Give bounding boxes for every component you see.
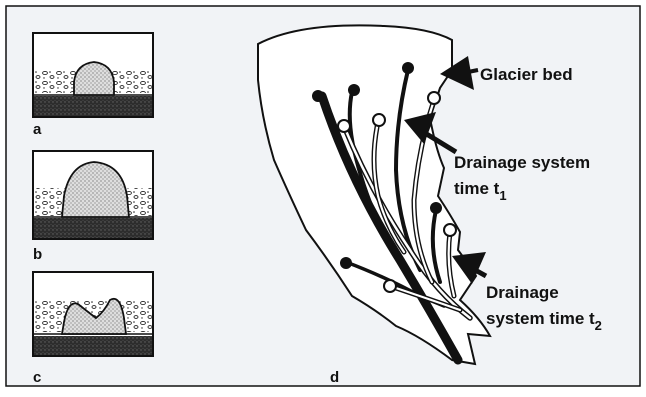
panel-b bbox=[33, 151, 153, 239]
cavity-shape-a bbox=[74, 62, 114, 95]
panel-d-label: d bbox=[330, 369, 339, 386]
drainage-t1-subscript: 1 bbox=[499, 188, 506, 203]
drainage-t2-label-line1: Drainage bbox=[486, 283, 559, 302]
panel-a-label: a bbox=[33, 121, 42, 138]
drainage-t1-time: time t bbox=[454, 179, 500, 198]
drainage-t1-label-line1: Drainage system bbox=[454, 153, 590, 172]
panel-c-label: c bbox=[33, 369, 41, 386]
panel-a bbox=[33, 33, 153, 117]
drainage-t2-time: system time t bbox=[486, 309, 595, 328]
panel-c bbox=[33, 272, 153, 356]
glacier-bed-label: Glacier bed bbox=[480, 65, 573, 84]
drainage-t2-subscript: 2 bbox=[595, 318, 602, 333]
panel-b-label: b bbox=[33, 246, 42, 263]
